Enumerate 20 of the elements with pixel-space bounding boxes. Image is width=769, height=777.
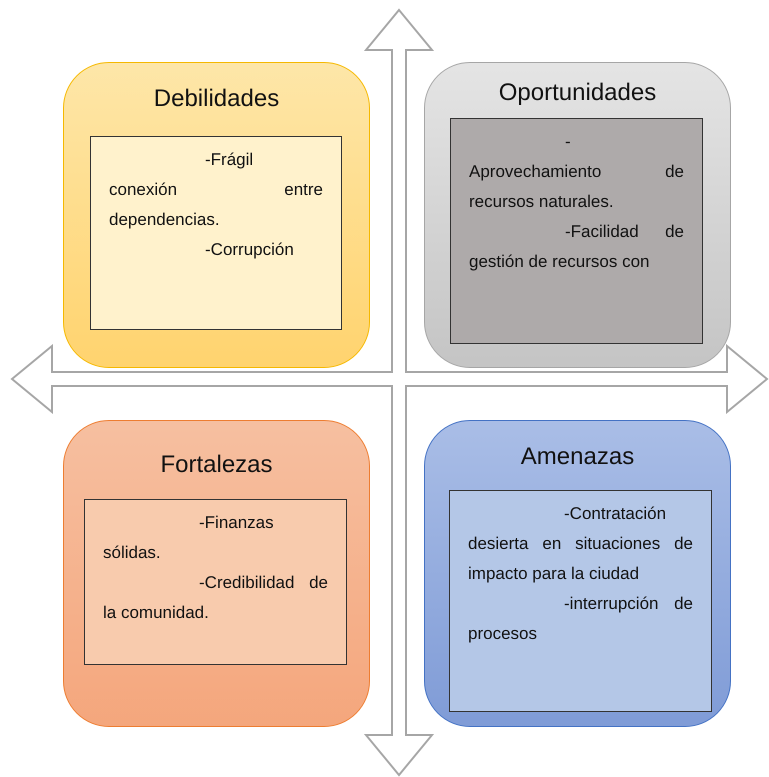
bullet-text: -Corrupción [204, 239, 295, 261]
text-card [449, 490, 712, 712]
bullet-text: -Aprovechamiento de recursos naturales. [469, 131, 684, 213]
text-card [450, 118, 703, 344]
text-card [84, 499, 347, 665]
quadrant-panel [63, 420, 370, 727]
quadrant-panel [63, 62, 370, 368]
quadrant-panel [424, 62, 731, 368]
quadrant-panel [424, 420, 731, 727]
quadrant-heading: Amenazas [520, 443, 636, 471]
bullet-text: -Facilidad de gestión de recursos con [469, 221, 684, 273]
bullet-text: -interrupción de procesos [468, 593, 693, 645]
text-card [90, 136, 342, 330]
bullet-text: -Contratación desierta en situaciones de impacto para la ciudad [468, 503, 693, 585]
quadrant-heading: Fortalezas [159, 451, 274, 479]
quadrant-heading: Oportunidades [498, 79, 658, 107]
bullet-text: -Credibilidad de la comunidad. [103, 572, 328, 624]
bullet-text: -Finanzas sólidas. [103, 512, 275, 564]
bullet-text: -Frágil conexión entre dependencias. [109, 149, 323, 231]
quadrant-heading: Debilidades [152, 85, 280, 113]
